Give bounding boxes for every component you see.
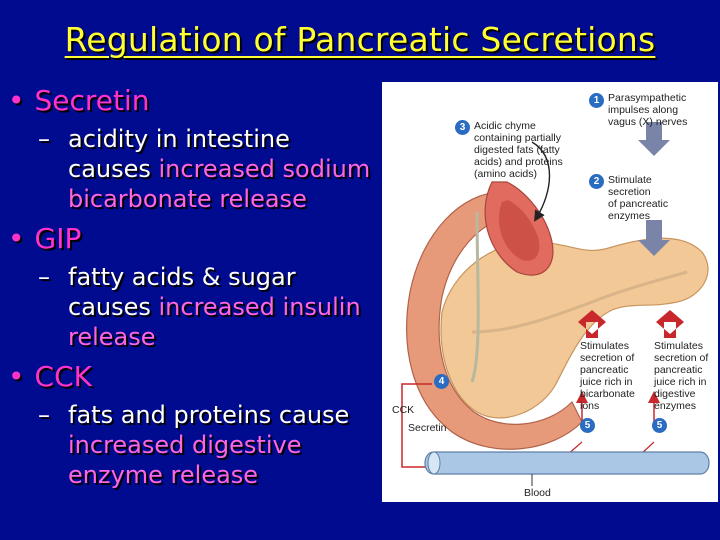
bullet-dot: • [8, 360, 25, 393]
blood-label: Blood [524, 487, 551, 499]
nerve-arrow-2 [638, 220, 670, 256]
sub-line: enzyme release [68, 461, 259, 489]
stim-arrow-left [578, 310, 606, 338]
bullet-secretin: • Secretin [8, 84, 150, 117]
dash-marker: – [38, 263, 50, 291]
bullet-heading: Secretin [34, 84, 150, 117]
step-5b-badge: 5 [652, 418, 667, 433]
sub-bullet-gip: –fatty acids & sugar causes increased in… [38, 262, 361, 352]
bullet-heading: GIP [34, 222, 82, 255]
dash-marker: – [38, 401, 50, 429]
cck-label: CCK [392, 404, 415, 416]
step-1-badge: 1 [589, 93, 604, 108]
nerve-arrow-1 [638, 122, 670, 156]
bullet-cck: • CCK [8, 360, 92, 393]
chyme-arrow [531, 141, 551, 222]
slide-title: Regulation of Pancreatic Secretions [64, 20, 656, 59]
secretin-label: Secretin [408, 422, 447, 434]
step-2-badge: 2 [589, 174, 604, 189]
step-3-badge: 3 [455, 120, 470, 135]
sub-bullet-cck: –fats and proteins cause increased diges… [38, 400, 349, 490]
sub-line: –acidity in intestine [38, 125, 290, 153]
bullet-gip: • GIP [8, 222, 81, 255]
blood-vessel [424, 451, 710, 475]
pancreatic-duct [471, 270, 688, 334]
sub-line: –fatty acids & sugar [38, 263, 296, 291]
step-5a-badge: 5 [580, 418, 595, 433]
step-4-badge: 4 [434, 374, 449, 389]
sub-bullet-secretin: –acidity in intestine causes increased s… [38, 124, 370, 214]
stim-arrow-right [656, 310, 684, 338]
duodenum-shape [406, 191, 583, 450]
bullet-heading: CCK [34, 360, 92, 393]
pancreas-illustration [401, 122, 710, 486]
bullet-dot: • [8, 222, 25, 255]
sub-line: –fats and proteins cause [38, 401, 350, 429]
sub-line: release [68, 323, 156, 351]
sub-line: bicarbonate release [68, 185, 307, 213]
bullet-dot: • [8, 84, 25, 117]
hormone-path [401, 383, 448, 473]
sub-line: causes increased sodium [68, 155, 371, 183]
dash-marker: – [38, 125, 50, 153]
sub-line: increased digestive [68, 431, 302, 459]
sub-line: causes increased insulin [68, 293, 361, 321]
